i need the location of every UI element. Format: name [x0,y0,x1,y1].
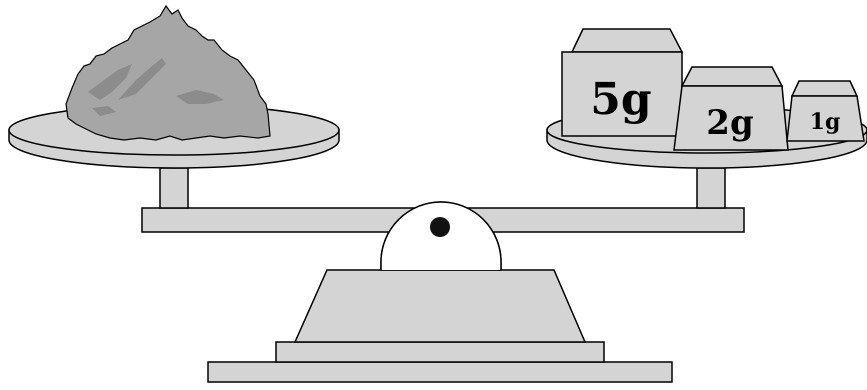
rock-shape [65,4,271,141]
weight-5g-top [570,28,684,53]
base-plate [207,361,673,383]
weight-2g: 2g [673,66,789,151]
rock-mark-2 [118,58,166,100]
weight-1g-label: 1g [810,109,841,135]
weight-1g-body [786,95,865,142]
right-post [696,167,726,209]
weight-1g: 1g [786,80,865,142]
scale-base [207,269,673,383]
pivot-dot-front [430,217,450,237]
rock-object [65,4,271,141]
weight-5g-label: 5g [590,74,651,125]
weight-2g-top [680,66,784,87]
rock-mark-1 [88,64,132,100]
weight-5g-body [561,51,683,137]
base-pedestal [293,269,587,343]
weight-2g-label: 2g [706,103,753,143]
weight-5g: 5g [561,28,684,137]
left-post [159,167,189,209]
rock-mark-4 [92,106,116,116]
weight-2g-body [673,85,789,151]
base-step [275,341,605,363]
weight-1g-top [790,80,859,97]
rock-mark-3 [176,90,224,104]
